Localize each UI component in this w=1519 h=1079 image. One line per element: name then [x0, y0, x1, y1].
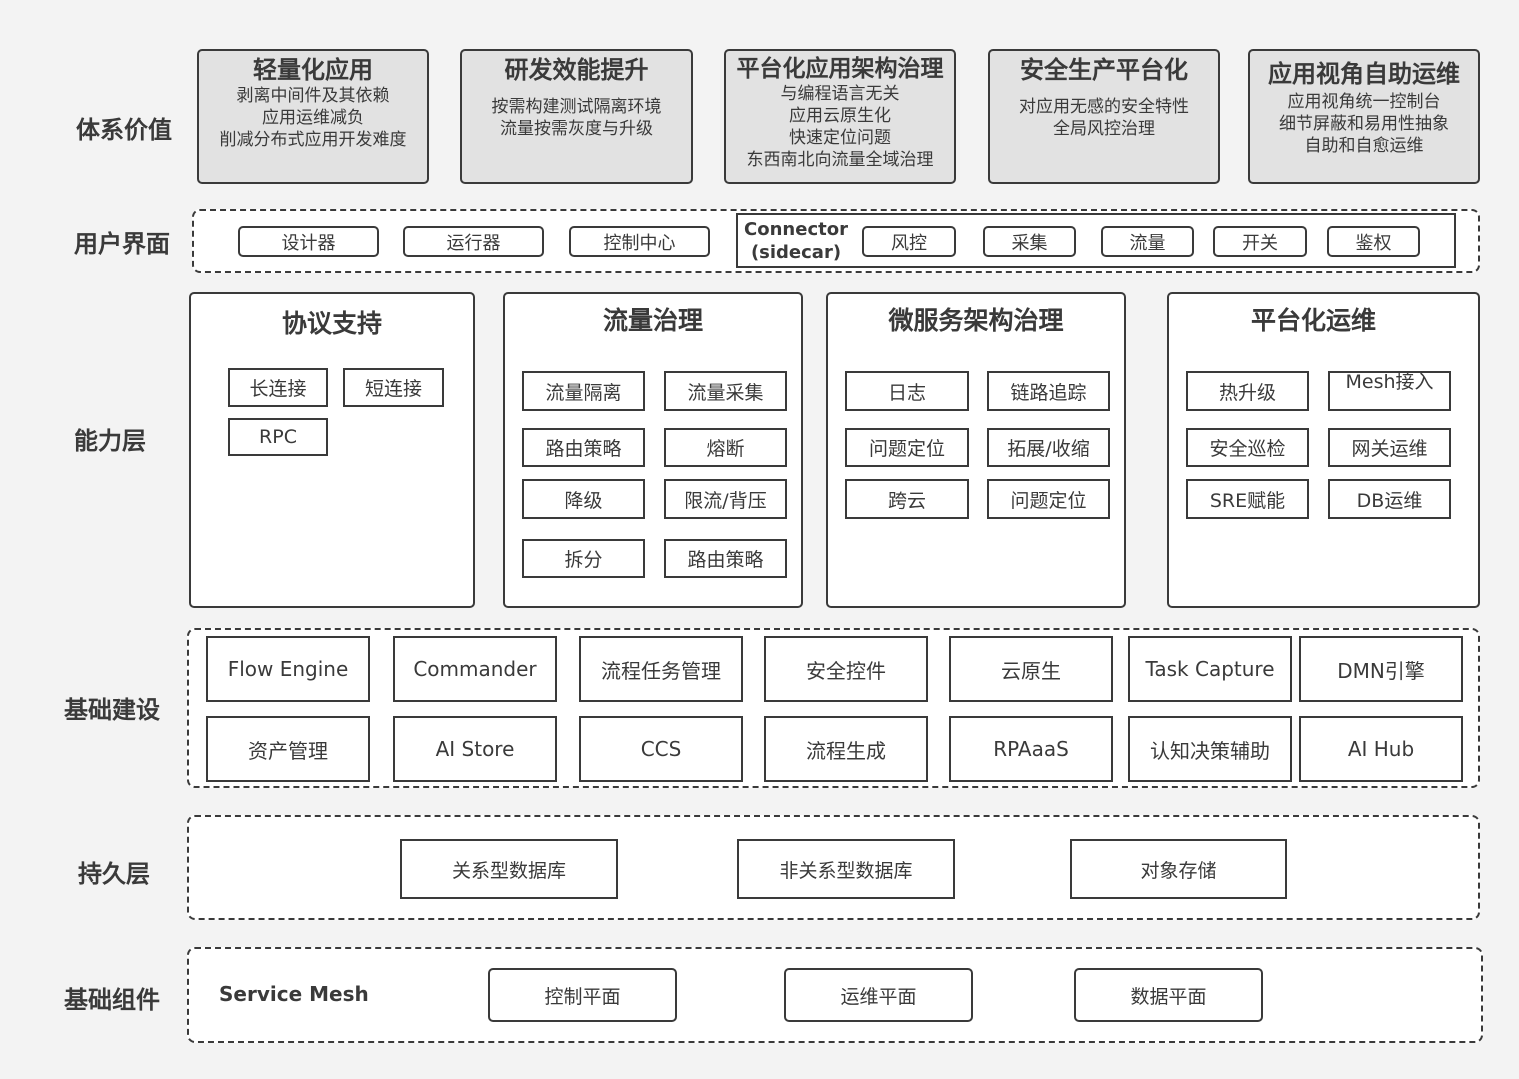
panel-title: 流量治理: [602, 306, 703, 335]
capability-item: 网关运维: [1328, 428, 1451, 467]
row-label-value: 体系价值: [76, 116, 172, 144]
infra-item: 资产管理: [206, 716, 370, 782]
value-card-line: 东西南北向流量全域治理: [746, 150, 934, 170]
capability-item: 拆分: [522, 539, 645, 578]
panel-title: 平台化运维: [1250, 306, 1376, 335]
control-plane: 控制平面: [488, 968, 677, 1022]
infra-item: 流程生成: [764, 716, 928, 782]
infra-item: 安全控件: [764, 636, 928, 702]
capability-item: 熔断: [664, 428, 787, 467]
value-card-line: 应用运维减负: [262, 108, 364, 128]
tool-runner[interactable]: 运行器: [403, 226, 544, 257]
row-label-capability: 能力层: [74, 427, 146, 455]
row-label-infra: 基础建设: [64, 696, 160, 724]
capability-item: 安全巡检: [1186, 428, 1309, 467]
connector-label-line1: Connector: [744, 219, 848, 240]
capability-item: 流量采集: [664, 371, 787, 411]
connector-label: Connector (sidecar): [744, 218, 848, 264]
row-label-persist: 持久层: [78, 860, 150, 888]
value-card-line: 快速定位问题: [789, 128, 891, 148]
infra-item: 流程任务管理: [579, 636, 743, 702]
value-card-title: 轻量化应用: [253, 56, 373, 84]
tool-control-center[interactable]: 控制中心: [569, 226, 710, 257]
capability-item: 热升级: [1186, 371, 1309, 411]
connector-item-collect[interactable]: 采集: [983, 226, 1076, 257]
service-mesh-label: Service Mesh: [219, 982, 369, 1006]
ops-plane: 运维平面: [784, 968, 973, 1022]
value-card-line: 应用视角统一控制台: [1287, 92, 1441, 112]
value-card-efficiency: 研发效能提升 按需构建测试隔离环境 流量按需灰度与升级: [460, 49, 693, 184]
infra-item: Task Capture: [1128, 636, 1292, 702]
infra-item: RPAaaS: [949, 716, 1113, 782]
value-card-line: 细节屏蔽和易用性抽象: [1279, 114, 1449, 134]
connector-item-risk-control[interactable]: 风控: [862, 226, 956, 257]
value-card-security: 安全生产平台化 对应用无感的安全特性 全局风控治理: [988, 49, 1220, 184]
value-card-line: 自助和自愈运维: [1304, 136, 1424, 156]
capability-item: 降级: [522, 479, 645, 519]
panel-title: 微服务架构治理: [888, 306, 1064, 335]
infra-item: 云原生: [949, 636, 1113, 702]
capability-item: 跨云: [845, 479, 969, 519]
value-card-title: 安全生产平台化: [1020, 56, 1188, 84]
capability-item: 短连接: [343, 368, 444, 407]
value-card-line: 应用云原生化: [789, 106, 891, 126]
capability-item: Mesh接入: [1328, 371, 1451, 411]
infra-item: AI Store: [393, 716, 557, 782]
capability-item: 长连接: [228, 368, 328, 407]
connector-item-traffic[interactable]: 流量: [1101, 226, 1194, 257]
infra-item: CCS: [579, 716, 743, 782]
value-card-line: 对应用无感的安全特性: [1019, 97, 1189, 117]
db-relational: 关系型数据库: [400, 839, 618, 899]
capability-item: 链路追踪: [987, 371, 1110, 411]
capability-item: 问题定位: [987, 479, 1110, 519]
value-card-title: 平台化应用架构治理: [736, 56, 944, 82]
connector-item-auth[interactable]: 鉴权: [1327, 226, 1420, 257]
row-label-ui: 用户界面: [74, 230, 170, 258]
data-plane: 数据平面: [1074, 968, 1263, 1022]
panel-title: 协议支持: [281, 309, 382, 338]
infra-item: Commander: [393, 636, 557, 702]
value-card-line: 按需构建测试隔离环境: [491, 97, 662, 117]
capability-item: 流量隔离: [522, 371, 645, 411]
row-label-base: 基础组件: [64, 986, 160, 1014]
infra-item: Flow Engine: [206, 636, 370, 702]
capability-item: 日志: [845, 371, 969, 411]
db-nonrelational: 非关系型数据库: [737, 839, 955, 899]
capability-item: 路由策略: [522, 428, 645, 467]
capability-item: RPC: [228, 418, 328, 456]
value-card-lightweight: 轻量化应用 剥离中间件及其依赖 应用运维减负 削减分布式应用开发难度: [197, 49, 429, 184]
connector-item-switch[interactable]: 开关: [1213, 226, 1307, 257]
connector-label-line2: (sidecar): [750, 242, 842, 263]
value-card-title: 应用视角自助运维: [1268, 60, 1460, 88]
value-card-line: 流量按需灰度与升级: [500, 119, 653, 139]
capability-item: 路由策略: [664, 539, 787, 578]
infra-item: DMN引擎: [1299, 636, 1463, 702]
infra-item: AI Hub: [1299, 716, 1463, 782]
value-card-line: 削减分布式应用开发难度: [219, 130, 407, 150]
value-card-title: 研发效能提升: [504, 56, 649, 84]
tool-designer[interactable]: 设计器: [238, 226, 379, 257]
object-storage: 对象存储: [1070, 839, 1287, 899]
capability-item: 拓展/收缩: [987, 428, 1110, 467]
infra-item: 认知决策辅助: [1128, 716, 1292, 782]
value-card-line: 全局风控治理: [1053, 119, 1155, 139]
capability-item: DB运维: [1328, 479, 1451, 519]
value-card-selfservice: 应用视角自助运维 应用视角统一控制台 细节屏蔽和易用性抽象 自助和自愈运维: [1248, 49, 1480, 184]
capability-item: SRE赋能: [1186, 479, 1309, 519]
capability-item: 限流/背压: [664, 479, 787, 519]
value-card-line: 与编程语言无关: [780, 84, 900, 104]
value-card-line: 剥离中间件及其依赖: [236, 86, 390, 106]
value-card-governance: 平台化应用架构治理 与编程语言无关 应用云原生化 快速定位问题 东西南北向流量全…: [724, 49, 956, 184]
capability-item: 问题定位: [845, 428, 969, 467]
